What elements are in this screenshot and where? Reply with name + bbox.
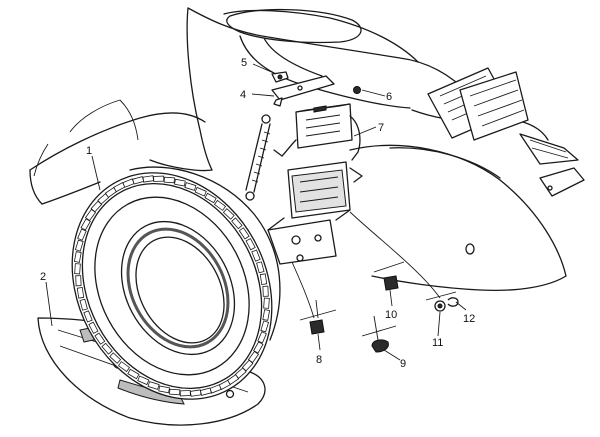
tread-block [74,239,84,252]
part-label-9: 9 [400,358,406,370]
tread-block [147,381,160,390]
part-label-6: 6 [386,91,392,103]
part-label-5: 5 [241,57,247,69]
washer-part-11 [425,291,457,312]
part-label-4: 4 [240,89,246,101]
clip-part-5 [271,71,289,83]
tread-block [184,182,197,191]
tread-block [80,218,91,231]
tread-block [194,186,207,197]
tread-block [251,249,261,262]
spring-washer-part-12 [447,297,459,307]
tread-block [256,261,265,274]
tread-block [222,208,235,220]
tread-block [74,263,81,275]
tread-block [76,287,85,299]
battery-part-7 [273,103,361,161]
tread-block [75,275,82,287]
tread-block [174,178,186,187]
tread-block [259,273,268,285]
part-label-8: 8 [316,354,322,366]
tread-block [142,175,155,183]
part-label-11: 11 [432,337,443,349]
part-label-7: 7 [378,122,384,134]
tread-block [73,251,82,263]
tread-block [189,389,202,397]
tread-block [117,361,131,373]
tread-block [262,285,269,297]
tread-block [213,199,227,211]
tread-block [245,238,256,251]
rack-fittings [427,67,585,197]
tread-block [263,297,270,309]
fastener-nut-part-8 [299,299,337,335]
tread-block [127,368,140,380]
part-label-12: 12 [463,313,475,325]
tread-block [101,342,113,355]
tread-block [137,375,150,386]
tread-block [77,228,87,241]
part-label-2: 2 [40,271,46,283]
tread-block [158,385,170,394]
tyre-tread-pattern [73,175,271,397]
battery-tray [267,161,363,265]
nut-part-6 [353,86,361,94]
tread-block [153,175,165,182]
mounting-bracket-part-4 [271,75,335,107]
leader-lines [45,63,467,361]
tread-block [79,298,88,311]
tread-block [163,176,175,184]
tread-block [260,320,270,333]
retaining-strap [245,114,271,201]
fastener-nut-part-10 [373,261,405,291]
spare-wheel-part-1 [71,166,281,400]
tread-block [204,192,217,204]
tread-block [179,390,191,397]
tread-block [94,332,106,345]
part-number-labels: 1 2 4 5 6 7 8 9 10 11 12 [40,57,475,370]
tread-block [88,321,99,334]
part-label-1: 1 [86,145,92,157]
part-label-10: 10 [385,309,397,321]
tread-block [257,331,267,344]
tread-block [231,217,243,230]
tread-block [169,388,181,396]
fastener-nut-part-9 [361,315,397,353]
tread-block [253,341,264,354]
tread-block [83,310,93,323]
tread-block [238,227,250,240]
tread-block [262,309,271,321]
tread-block [109,352,122,364]
